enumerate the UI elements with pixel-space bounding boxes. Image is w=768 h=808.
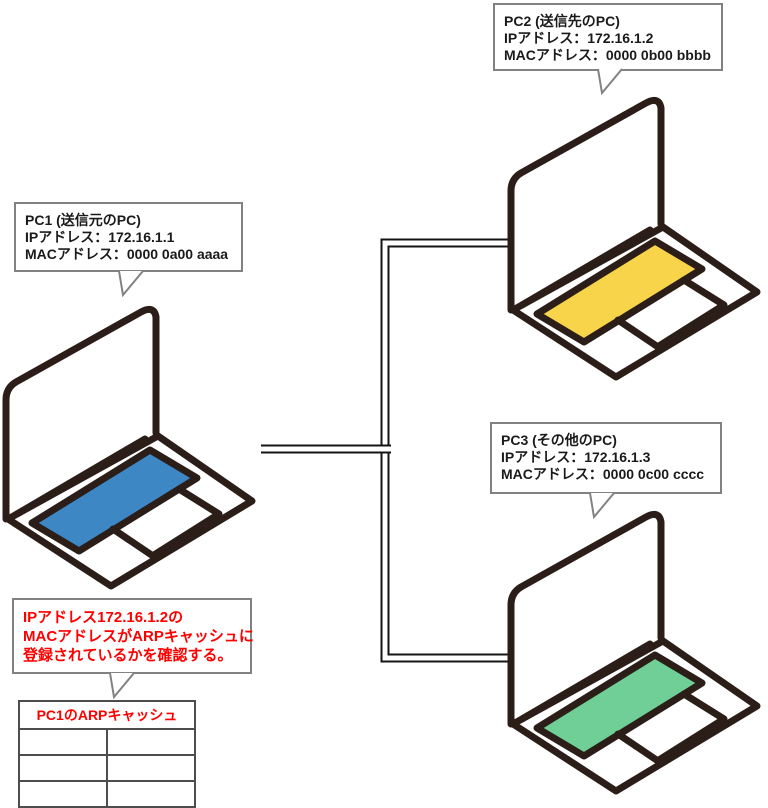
arp-check-note-tail xyxy=(109,672,135,699)
arp-table-row xyxy=(18,728,196,756)
pc3-callout-tail xyxy=(589,492,615,519)
arp-mac-cell xyxy=(106,754,196,782)
arp-table-row xyxy=(18,780,196,808)
pc2-callout: PC2 (送信先のPC) IPアドレス：172.16.1.2 MACアドレス：0… xyxy=(493,3,723,71)
arp-table-title: PC1のARPキャッシュ xyxy=(18,700,196,730)
pc2-mac-line: MACアドレス：0000 0b00 bbbb xyxy=(504,47,711,63)
pc3-callout: PC3 (その他のPC) IPアドレス：172.16.1.3 MACアドレス：0… xyxy=(490,422,722,494)
pc1-laptop xyxy=(0,303,262,595)
pc3-mac-line: MACアドレス：0000 0c00 cccc xyxy=(501,466,705,482)
note-line-3: 登録されているかを確認する。 xyxy=(23,647,233,664)
pc1-ip-line: IPアドレス：172.16.1.1 xyxy=(25,229,175,245)
pc1-mac-line: MACアドレス：0000 0a00 aaaa xyxy=(25,246,229,262)
arp-mac-cell xyxy=(106,728,196,756)
arp-ip-cell xyxy=(18,754,108,782)
pc2-name-line: PC2 (送信先のPC) xyxy=(504,13,620,29)
pc1-arp-cache-table: PC1のARPキャッシュ xyxy=(18,700,196,808)
pc1-callout-tail xyxy=(118,270,144,297)
pc3-name-line: PC3 (その他のPC) xyxy=(501,432,617,448)
arp-table-header-row: PC1のARPキャッシュ xyxy=(18,700,196,730)
pc2-laptop xyxy=(505,94,767,386)
pc3-laptop xyxy=(505,508,767,800)
pc2-ip-line: IPアドレス：172.16.1.2 xyxy=(504,30,654,46)
note-line-2: MACアドレスがARPキャッシュに xyxy=(23,628,254,645)
pc3-ip-line: IPアドレス：172.16.1.3 xyxy=(501,449,651,465)
pc1-name-line: PC1 (送信元のPC) xyxy=(25,212,141,228)
arp-table-row xyxy=(18,754,196,782)
arp-check-note: IPアドレス172.16.1.2の MACアドレスがARPキャッシュに 登録され… xyxy=(12,598,254,674)
pc2-callout-tail xyxy=(597,68,623,95)
arp-ip-cell xyxy=(18,728,108,756)
note-line-1: IPアドレス172.16.1.2の xyxy=(23,609,184,626)
arp-ip-cell xyxy=(18,780,108,808)
arp-mac-cell xyxy=(106,780,196,808)
pc1-callout: PC1 (送信元のPC) IPアドレス：172.16.1.1 MACアドレス：0… xyxy=(14,202,243,272)
